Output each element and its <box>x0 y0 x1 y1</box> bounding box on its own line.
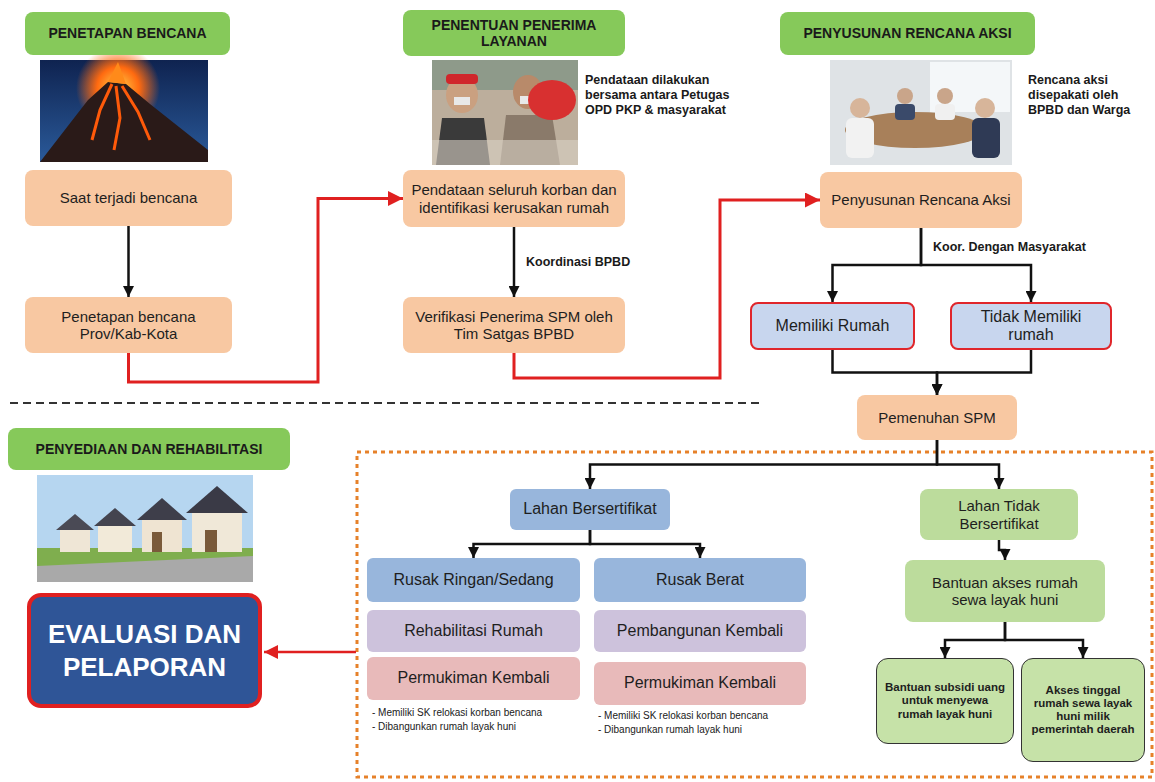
connector-arrow <box>833 350 938 395</box>
node-text: Rehabilitasi Rumah <box>404 622 543 640</box>
node-text: Permukiman Kembali <box>397 669 549 687</box>
stage-header: PENYUSUNAN RENCANA AKSI <box>780 12 1035 55</box>
node-text: Tidak Memiliki rumah <box>960 308 1102 345</box>
volcano-photo <box>40 46 208 162</box>
node-text: Penetapan bencana Prov/Kab-Kota <box>33 308 224 343</box>
connector-arrow <box>1005 622 1083 658</box>
region-arrow <box>264 651 356 654</box>
node-text: Lahan Bersertifikat <box>523 500 656 518</box>
process-box: Penyusunan Rencana Aksi <box>820 172 1022 228</box>
action-box: Pembangunan Kembali <box>594 610 806 652</box>
node-text: PENYUSUNAN RENCANA AKSI <box>803 25 1011 41</box>
node-text: Lahan Tidak Bersertifikat <box>928 497 1070 532</box>
choice-box: Memiliki Rumah <box>750 302 915 350</box>
node-text: Akses tinggal rumah sewa layak huni mili… <box>1029 684 1137 737</box>
connector-arrow <box>999 540 1005 560</box>
connector-arrow <box>833 228 922 302</box>
category-box: Bantuan akses rumah sewa layak huni <box>905 560 1105 622</box>
node-text: PENENTUAN PENERIMA LAYANAN <box>411 17 617 49</box>
process-box: Pemenuhan SPM <box>857 395 1017 440</box>
action-box: Permukiman Kembali <box>594 662 806 705</box>
meeting-photo <box>830 60 1012 165</box>
connector-arrow <box>937 350 1031 395</box>
node-text: PENETAPAN BENCANA <box>48 25 206 41</box>
category-box: Rusak Berat <box>594 558 806 602</box>
bullet-note: - Memiliki SK relokasi korban bencana <box>598 710 808 722</box>
category-box: Lahan Tidak Bersertifikat <box>920 489 1078 540</box>
choice-box: Tidak Memiliki rumah <box>950 302 1112 350</box>
option-box: Bantuan subsidi uang untuk menyewa rumah… <box>876 658 1014 744</box>
houses-photo <box>37 475 253 582</box>
action-box: Permukiman Kembali <box>367 657 580 700</box>
connector-arrow <box>937 440 999 489</box>
bullet-note: - Dibangunkan rumah layak huni <box>372 721 582 733</box>
connector-arrow <box>127 226 130 297</box>
edge-label: Koor. Dengan Masyarakat <box>931 240 1088 254</box>
connector-arrow <box>474 530 591 558</box>
note-text: Rencana aksi disepakati oleh BPBD dan Wa… <box>1028 73 1148 118</box>
result-box: EVALUASI DAN PELAPORAN <box>27 593 262 708</box>
connector-arrow <box>945 622 1005 658</box>
node-text: Pemenuhan SPM <box>878 409 996 426</box>
bullet-note: - Dibangunkan rumah layak huni <box>598 724 808 736</box>
connector-arrow <box>590 440 937 489</box>
node-text: Memiliki Rumah <box>776 317 890 335</box>
node-text: Saat terjadi bencana <box>60 189 198 206</box>
note-text: Pendataan dilakukan bersama antara Petug… <box>585 73 757 118</box>
group-region <box>357 452 1152 777</box>
node-text: Bantuan subsidi uang untuk menyewa rumah… <box>884 681 1006 721</box>
process-box: Saat terjadi bencana <box>25 170 232 226</box>
flow-arrow <box>129 199 404 383</box>
stage-header: PENYEDIAAN DAN REHABILITASI <box>8 428 290 470</box>
node-text: EVALUASI DAN PELAPORAN <box>35 618 254 683</box>
category-box: Rusak Ringan/Sedang <box>367 558 580 602</box>
process-box: Penetapan bencana Prov/Kab-Kota <box>25 297 232 353</box>
process-box: Verifikasi Penerima SPM oleh Tim Satgas … <box>403 297 625 353</box>
action-box: Rehabilitasi Rumah <box>367 610 580 652</box>
connector-arrow <box>513 227 516 297</box>
node-text: PENYEDIAAN DAN REHABILITASI <box>36 441 263 457</box>
process-box: Pendataan seluruh korban dan identifikas… <box>403 170 625 227</box>
bullet-note: - Memiliki SK relokasi korban bencana <box>372 707 582 719</box>
node-text: Permukiman Kembali <box>624 674 776 692</box>
node-text: Pendataan seluruh korban dan identifikas… <box>411 181 617 216</box>
stage-header: PENETAPAN BENCANA <box>25 12 230 55</box>
node-text: Rusak Berat <box>656 571 744 589</box>
people-photo <box>432 60 578 165</box>
separator-line <box>10 402 760 404</box>
edge-label: Koordinasi BPBD <box>524 255 632 269</box>
node-text: Penyusunan Rencana Aksi <box>831 191 1010 208</box>
node-text: Bantuan akses rumah sewa layak huni <box>913 574 1097 609</box>
category-box: Lahan Bersertifikat <box>510 489 670 530</box>
node-text: Pembangunan Kembali <box>617 622 783 640</box>
node-text: Rusak Ringan/Sedang <box>393 571 553 589</box>
option-box: Akses tinggal rumah sewa layak huni mili… <box>1021 658 1145 762</box>
node-text: Verifikasi Penerima SPM oleh Tim Satgas … <box>411 308 617 343</box>
stage-header: PENENTUAN PENERIMA LAYANAN <box>403 10 625 56</box>
connector-arrow <box>590 530 700 558</box>
